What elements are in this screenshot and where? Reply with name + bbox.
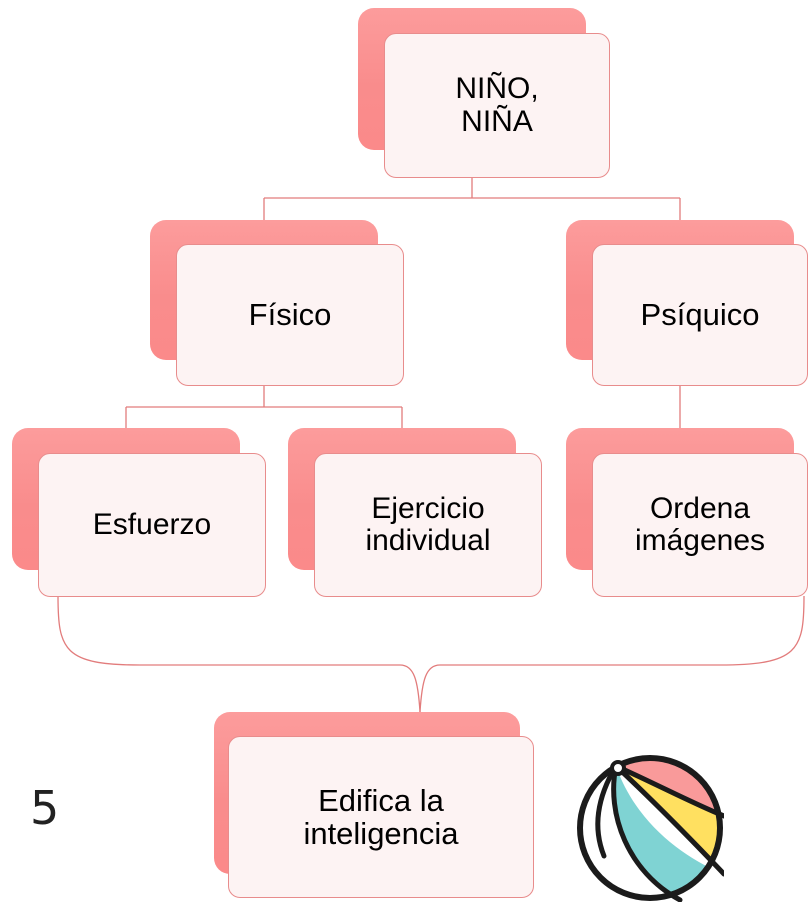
leaf-ordena-label: Ordena imágenes	[634, 491, 766, 557]
result-label: Edifica la inteligencia	[303, 782, 459, 851]
beach-ball-icon	[577, 755, 724, 902]
branch-fisico-label: Físico	[248, 297, 332, 333]
leaf-ejercicio-label: Ejercicio individual	[365, 491, 491, 557]
root-node: NIÑO, NIÑA	[358, 8, 614, 180]
leaf-ordena-imagenes: Ordena imágenes	[566, 428, 808, 600]
page-number: 5	[30, 781, 60, 835]
leaf-esfuerzo-label: Esfuerzo	[92, 507, 212, 541]
leaf-esfuerzo: Esfuerzo	[12, 428, 268, 600]
branch-psiquico-label: Psíquico	[640, 297, 760, 333]
branch-psiquico: Psíquico	[566, 220, 808, 390]
branch-fisico: Físico	[150, 220, 406, 390]
leaf-ejercicio-individual: Ejercicio individual	[288, 428, 544, 600]
result-node: Edifica la inteligencia	[214, 712, 536, 900]
root-label: NIÑO, NIÑA	[455, 72, 539, 138]
